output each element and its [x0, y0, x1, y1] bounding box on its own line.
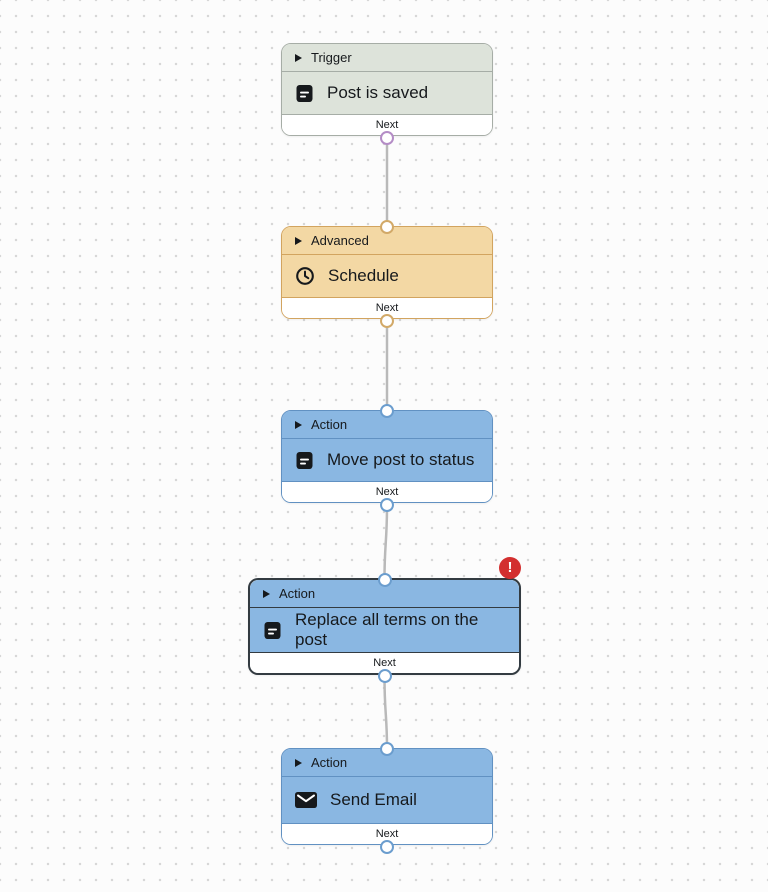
collapse-arrow-icon — [295, 758, 302, 767]
node-category-label: Action — [311, 417, 348, 432]
document-icon — [263, 621, 282, 640]
node-body[interactable]: Replace all terms on the post — [250, 608, 519, 652]
input-port[interactable] — [380, 404, 394, 418]
output-port[interactable] — [380, 840, 394, 854]
node-body[interactable]: Move post to status — [282, 439, 492, 481]
workflow-node-action-move-post[interactable]: Action Move post to status Next — [281, 404, 493, 512]
connector-line — [383, 504, 389, 580]
node-title: Move post to status — [327, 450, 475, 469]
next-label: Next — [375, 302, 399, 314]
next-label: Next — [375, 828, 399, 840]
node-category-label: Trigger — [311, 50, 352, 65]
node-next-footer: Next — [282, 297, 492, 318]
node-category-label: Action — [311, 755, 348, 770]
output-port[interactable] — [380, 314, 394, 328]
node-title: Schedule — [328, 266, 399, 285]
clock-icon — [295, 266, 315, 286]
collapse-arrow-icon — [263, 589, 270, 598]
workflow-node-trigger[interactable]: Trigger Post is saved Next — [281, 43, 493, 145]
workflow-node-action-replace-terms[interactable]: ! Action Replace all terms on the post N… — [248, 557, 521, 683]
collapse-arrow-icon — [295, 236, 302, 245]
node-body[interactable]: Schedule — [282, 255, 492, 297]
next-label: Next — [373, 657, 396, 669]
node-next-footer: Next — [282, 114, 492, 135]
workflow-node-advanced[interactable]: Advanced Schedule Next — [281, 220, 493, 328]
node-title: Replace all terms on the post — [295, 610, 479, 649]
error-badge[interactable]: ! — [499, 557, 521, 579]
output-port[interactable] — [380, 131, 394, 145]
node-next-footer: Next — [282, 823, 492, 844]
input-port[interactable] — [377, 573, 392, 587]
workflow-node-action-send-email[interactable]: Action Send Email Next — [281, 742, 493, 854]
envelope-icon — [295, 792, 317, 808]
node-body[interactable]: Post is saved — [282, 72, 492, 114]
node-category-header[interactable]: Advanced — [282, 227, 492, 255]
node-category-label: Action — [279, 586, 316, 601]
node-next-footer: Next — [282, 481, 492, 502]
next-label: Next — [375, 119, 399, 131]
collapse-arrow-icon — [295, 53, 302, 62]
connector-line — [383, 676, 389, 750]
input-port[interactable] — [380, 742, 394, 756]
node-next-footer: Next — [250, 652, 519, 673]
document-icon — [295, 84, 314, 103]
next-label: Next — [375, 486, 399, 498]
output-port[interactable] — [377, 669, 392, 683]
document-icon — [295, 451, 314, 470]
node-category-label: Advanced — [311, 233, 369, 248]
node-title: Post is saved — [327, 83, 429, 102]
input-port[interactable] — [380, 220, 394, 234]
node-title: Send Email — [330, 790, 417, 809]
collapse-arrow-icon — [295, 420, 302, 429]
node-body[interactable]: Send Email — [282, 777, 492, 823]
node-category-header[interactable]: Trigger — [282, 44, 492, 72]
output-port[interactable] — [380, 498, 394, 512]
